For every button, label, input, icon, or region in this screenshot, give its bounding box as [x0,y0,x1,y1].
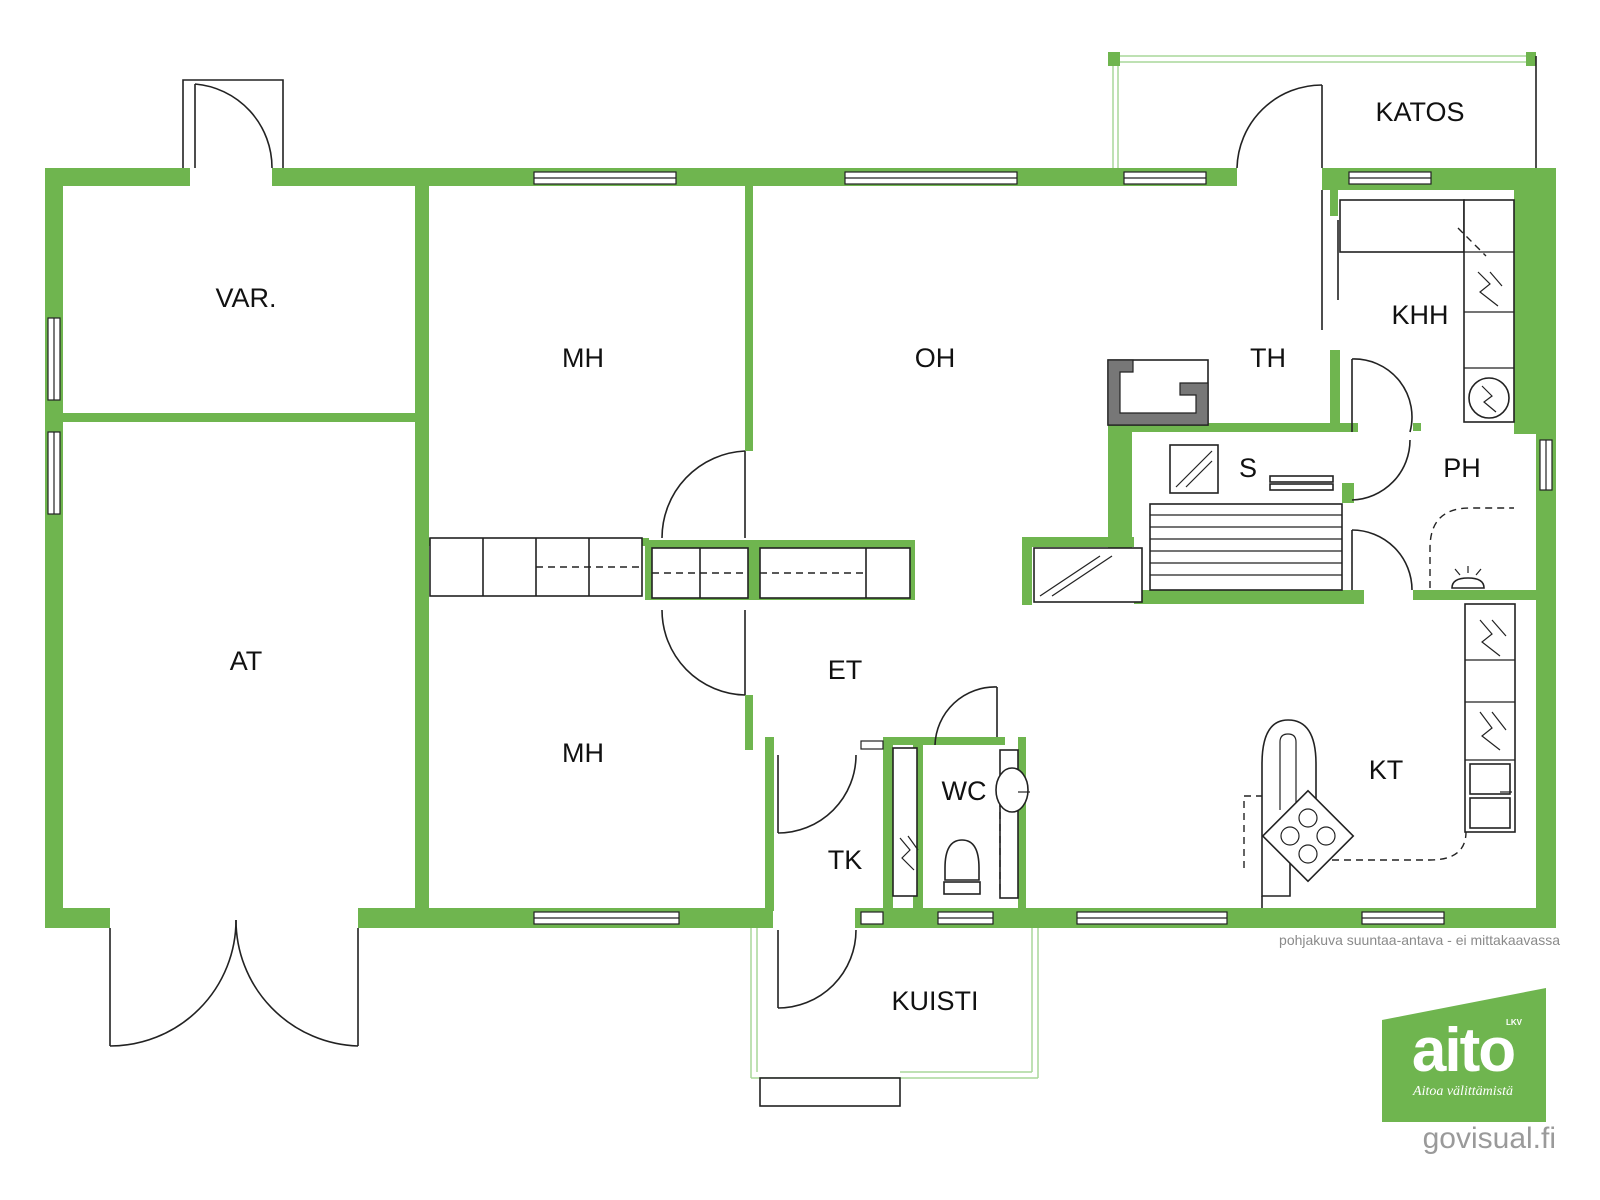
bathroom-fixtures [1429,507,1514,589]
disclaimer-note: pohjakuva suuntaa-antava - ei mittakaava… [1279,932,1560,948]
logo-wordmark: aito [1411,1016,1516,1085]
katos-outline [1108,52,1537,168]
doors [109,79,1413,1047]
room-label-mh-top: MH [562,343,604,373]
logo-lkv: LKV [1506,1018,1522,1027]
sauna-benches [1033,444,1343,603]
room-label-mh-bottom: MH [562,738,604,768]
room-label-wc: WC [942,776,987,806]
room-labels: VAR. MH OH TH KATOS KHH S PH AT ET MH WC… [215,97,1480,1016]
wc-fixtures [892,747,1030,899]
room-label-et: ET [828,655,863,685]
room-label-khh: KHH [1391,300,1448,330]
room-label-kuisti: KUISTI [891,986,978,1016]
fireplace [1107,359,1209,426]
room-label-tk: TK [828,845,863,875]
credit-text: govisual.fi [1422,1122,1556,1155]
kitchen-fixtures [1243,603,1516,908]
room-label-at: AT [230,646,263,676]
room-label-katos: KATOS [1375,97,1464,127]
logo-tagline: Aitoa välittämistä [1413,1084,1513,1099]
windows [47,171,1553,925]
room-label-oh: OH [915,343,956,373]
room-label-kt: KT [1369,755,1404,785]
room-label-ph: PH [1443,453,1481,483]
room-label-th: TH [1250,343,1286,373]
logo-badge [1382,988,1546,1122]
utility-fixtures [1337,199,1515,423]
kuisti-outline [750,928,1039,1107]
room-label-s: S [1239,453,1257,483]
wardrobes [429,537,911,599]
room-label-var: VAR. [215,283,276,313]
